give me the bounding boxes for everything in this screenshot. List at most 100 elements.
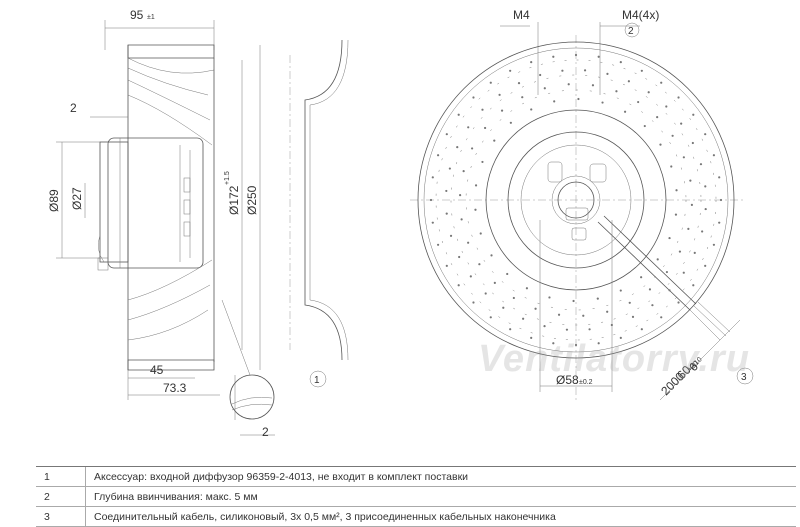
rivet-dot [479, 232, 482, 235]
rivet-dot [478, 263, 481, 266]
callout-1: 1 [314, 375, 320, 386]
rivet-dot [606, 72, 609, 75]
rivet-dot [489, 81, 492, 84]
rivet-dot [601, 101, 604, 104]
rivet-dot [582, 314, 585, 317]
rivet-dot [670, 165, 673, 168]
rivet-dot [429, 198, 433, 202]
rivet-dot [481, 108, 484, 111]
note-number: 3 [36, 507, 86, 526]
rivet-dot [462, 170, 465, 173]
rivet-dot [631, 315, 635, 318]
rivet-dot [493, 281, 496, 284]
rivet-dot [677, 301, 680, 304]
rivet-dot [521, 96, 524, 99]
label-m4: M4 [513, 8, 530, 22]
watermark: Ventilatorry.ru [478, 338, 750, 380]
rivet-dot [665, 270, 669, 274]
dim-width: 95 [130, 8, 144, 22]
side-view: 95 ±1 2 Ø89 Ø27 [47, 8, 349, 439]
note-text: Глубина ввинчивания: макс. 5 мм [94, 490, 258, 503]
rivet-dot [552, 342, 555, 345]
rivet-dot [506, 272, 509, 276]
rivet-dot [643, 124, 646, 128]
rivet-dot [572, 299, 575, 303]
rivet-dot [557, 313, 561, 316]
rivet-dot [659, 143, 662, 146]
rivet-dot [615, 90, 618, 93]
rivet-dot [500, 109, 504, 112]
rivet-dot [474, 184, 478, 187]
rivet-dot [640, 276, 643, 279]
rivet-dot [647, 91, 650, 94]
rivet-dot [699, 163, 703, 166]
rivet-dot [712, 154, 716, 157]
rivet-dot [445, 189, 448, 193]
rivet-dot [567, 83, 570, 86]
rivet-dot [530, 108, 533, 111]
rivet-dot [467, 241, 470, 244]
dim-width-tol: ±1 [147, 14, 155, 21]
rivet-dot [548, 296, 551, 299]
rivet-dot [674, 213, 678, 216]
rivet-dot [457, 113, 460, 116]
rivet-dot [606, 310, 609, 313]
callout-2: 2 [628, 26, 634, 37]
rivet-dot [522, 317, 525, 320]
rivet-dot [651, 304, 654, 307]
rivet-dot [449, 234, 453, 237]
rivet-dot [525, 287, 529, 290]
rivet-dot [682, 156, 685, 159]
dim-d172-tol: +1.5 [224, 171, 231, 185]
rivet-dot [692, 113, 695, 116]
label-m4x4: M4(4x) [622, 8, 659, 22]
rivet-dot [690, 203, 693, 206]
rivet-dot [704, 185, 707, 188]
dim-d172: Ø172 [227, 185, 241, 215]
rivet-dot [678, 250, 682, 253]
rivet-dot [704, 133, 707, 136]
rivet-dot [682, 271, 685, 274]
rivet-dot [689, 179, 692, 182]
rivet-dot [472, 301, 475, 304]
rivet-dot [565, 328, 569, 331]
rivet-dot [498, 93, 501, 96]
rivet-dot [665, 105, 668, 108]
dim-inlet-depth: 2 [70, 101, 77, 115]
rivet-dot [718, 176, 721, 179]
rivet-dot [457, 284, 460, 287]
detail-dim: 2 [262, 425, 269, 439]
rivet-dot [445, 133, 448, 136]
rivet-dot [448, 167, 451, 170]
rivet-dot [481, 160, 484, 164]
rivet-dot [431, 221, 434, 224]
rivet-dot [469, 275, 472, 278]
rivet-dot [619, 289, 622, 292]
dim-45: 45 [150, 363, 164, 377]
rivet-dot [436, 243, 440, 246]
note-row: 1 Аксессуар: входной диффузор 96359-2-401… [36, 467, 796, 487]
dim-d58: Ø58 [556, 373, 579, 387]
rivet-dot [656, 116, 659, 119]
note-text: Аксессуар: входной диффузор 96359-2-4013… [94, 470, 469, 483]
dim-d27: Ø27 [70, 187, 84, 210]
rivet-dot [619, 336, 622, 340]
rivet-dot [530, 60, 533, 64]
rivet-dot [458, 255, 461, 259]
note-number: 1 [36, 467, 86, 486]
rivet-dot [610, 323, 613, 327]
rivet-dot [539, 73, 542, 77]
rivet-dot [591, 84, 595, 87]
rivet-dot [459, 194, 462, 197]
rivet-dot [445, 264, 448, 267]
rivet-dot [534, 307, 537, 310]
dim-73: 73.3 [163, 381, 187, 395]
rivet-dot [436, 154, 440, 157]
rivet-dot [577, 97, 580, 101]
rivet-dot [718, 221, 721, 224]
rivet-dot [687, 227, 690, 230]
rivet-dot [677, 96, 680, 99]
note-number: 2 [36, 487, 86, 506]
rivet-dot [509, 328, 512, 331]
rivet-dot [553, 100, 556, 103]
